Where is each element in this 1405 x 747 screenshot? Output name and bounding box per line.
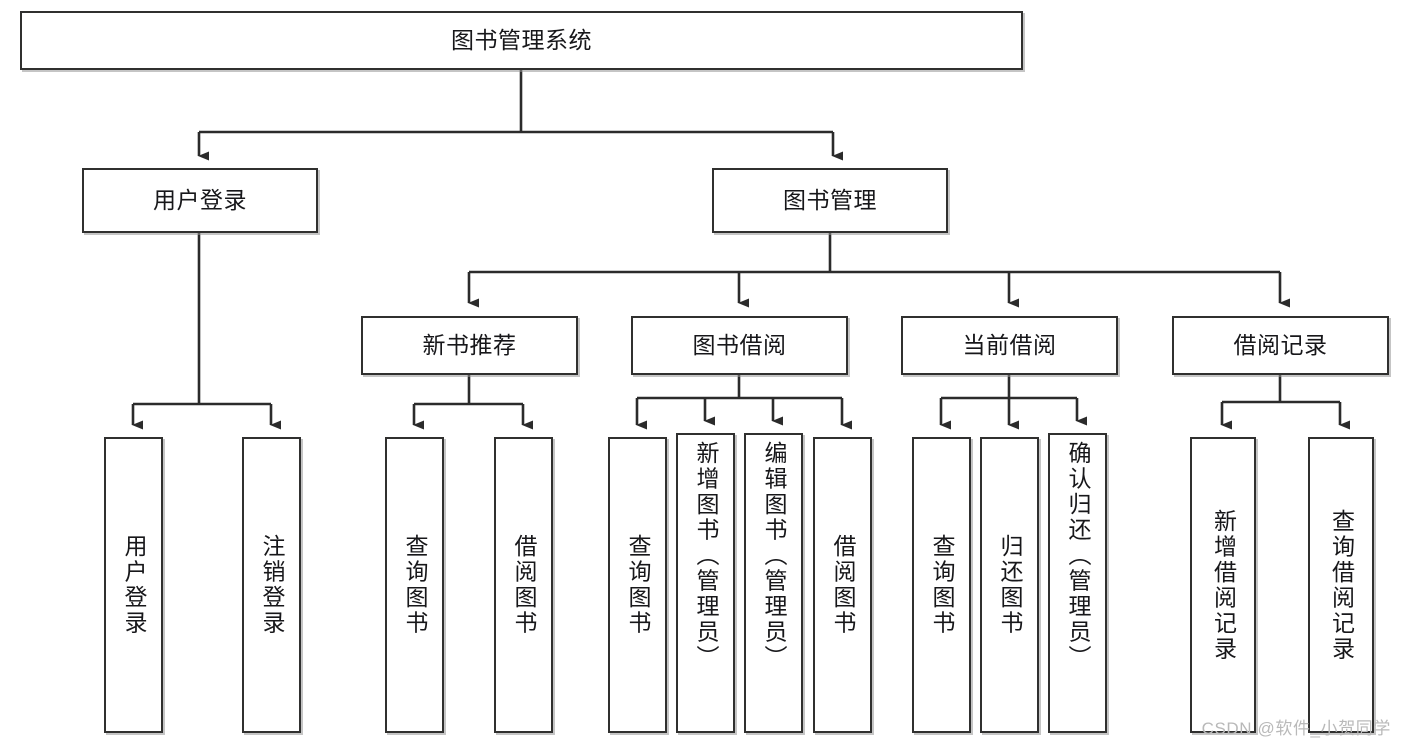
- node-borrow-record[interactable]: 借阅记录: [1172, 316, 1389, 375]
- leaf-borrow-edit-book-label: 编辑图书（管理员）: [761, 441, 787, 671]
- leaf-current-query-book-label: 查询图书: [929, 534, 955, 636]
- leaf-new-book-query[interactable]: 查询图书: [385, 437, 444, 733]
- leaf-new-book-query-label: 查询图书: [402, 534, 428, 636]
- node-new-book-recommend[interactable]: 新书推荐: [361, 316, 578, 375]
- leaf-borrow-borrow-book[interactable]: 借阅图书: [813, 437, 872, 733]
- leaf-record-add[interactable]: 新增借阅记录: [1190, 437, 1256, 733]
- leaf-current-query-book[interactable]: 查询图书: [912, 437, 971, 733]
- leaf-user-login-login-label: 用户登录: [121, 534, 147, 636]
- node-book-management[interactable]: 图书管理: [712, 168, 948, 233]
- node-root[interactable]: 图书管理系统: [20, 11, 1023, 70]
- node-current-borrow[interactable]: 当前借阅: [901, 316, 1118, 375]
- node-book-borrow-label: 图书借阅: [692, 331, 787, 358]
- leaf-new-book-borrow[interactable]: 借阅图书: [494, 437, 553, 733]
- leaf-record-query-label: 查询借阅记录: [1328, 508, 1355, 662]
- leaf-borrow-borrow-book-label: 借阅图书: [830, 534, 856, 636]
- leaf-user-login-login[interactable]: 用户登录: [104, 437, 163, 733]
- node-current-borrow-label: 当前借阅: [962, 331, 1057, 358]
- leaf-borrow-add-book[interactable]: 新增图书（管理员）: [676, 433, 735, 733]
- node-user-login-label: 用户登录: [153, 186, 247, 213]
- node-root-label: 图书管理系统: [451, 26, 592, 53]
- leaf-current-confirm-return-label: 确认归还（管理员）: [1065, 441, 1091, 671]
- node-new-book-recommend-label: 新书推荐: [422, 331, 517, 358]
- leaf-borrow-add-book-label: 新增图书（管理员）: [693, 441, 719, 671]
- node-book-borrow[interactable]: 图书借阅: [631, 316, 848, 375]
- leaf-current-return-book[interactable]: 归还图书: [980, 437, 1039, 733]
- leaf-record-add-label: 新增借阅记录: [1210, 508, 1237, 662]
- leaf-borrow-query-book-label: 查询图书: [625, 534, 651, 636]
- node-user-login[interactable]: 用户登录: [82, 168, 318, 233]
- csdn-watermark: CSDN @软件_小贺同学: [1201, 719, 1391, 738]
- leaf-user-login-logout[interactable]: 注销登录: [242, 437, 301, 733]
- leaf-borrow-edit-book[interactable]: 编辑图书（管理员）: [744, 433, 803, 733]
- leaf-record-query[interactable]: 查询借阅记录: [1308, 437, 1374, 733]
- leaf-current-confirm-return[interactable]: 确认归还（管理员）: [1048, 433, 1107, 733]
- leaf-borrow-query-book[interactable]: 查询图书: [608, 437, 667, 733]
- leaf-new-book-borrow-label: 借阅图书: [511, 534, 537, 636]
- node-book-management-label: 图书管理: [783, 186, 877, 213]
- leaf-user-login-logout-label: 注销登录: [259, 534, 285, 636]
- node-borrow-record-label: 借阅记录: [1233, 331, 1328, 358]
- leaf-current-return-book-label: 归还图书: [997, 534, 1023, 636]
